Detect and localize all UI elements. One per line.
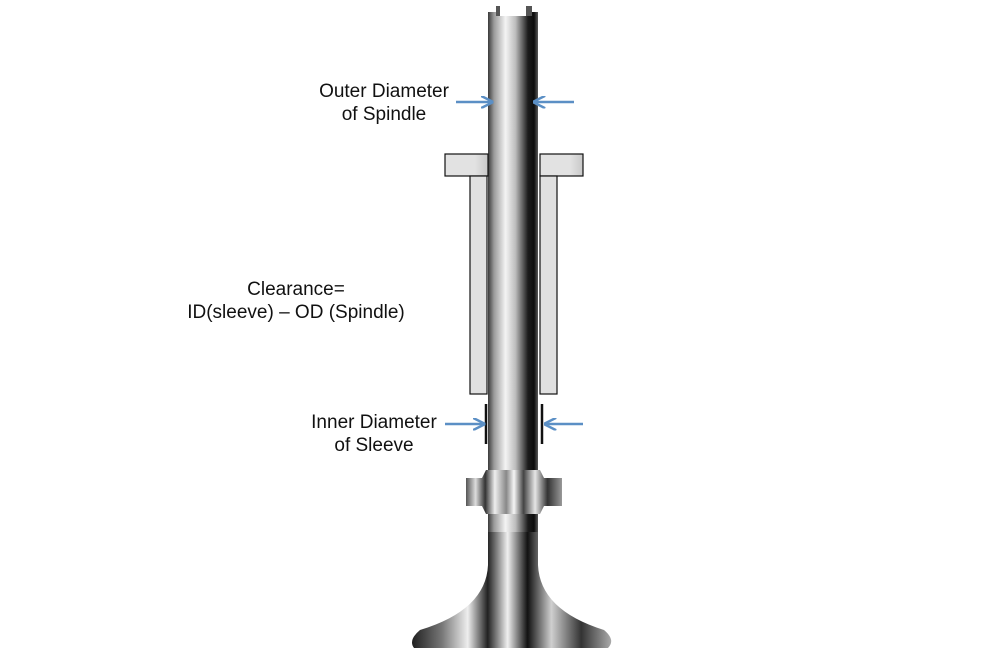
spindle-top-notch [500, 6, 528, 16]
spindle-shaft [488, 12, 538, 532]
sleeve-right [539, 153, 584, 395]
inner-diameter-label-line2: of Sleeve [334, 435, 414, 456]
clearance-label: Clearance= ID(sleeve) – OD (Spindle) [160, 278, 432, 324]
clearance-label-line1: Clearance= [247, 279, 345, 300]
outer-diameter-label-line2: of Spindle [341, 104, 427, 125]
spindle-base [412, 520, 612, 648]
inner-diameter-label: Inner Diameter of Sleeve [294, 411, 454, 457]
outer-diameter-label: Outer Diameter of Spindle [304, 80, 464, 126]
clearance-label-line2: ID(sleeve) – OD (Spindle) [187, 302, 405, 323]
spindle-gear [466, 470, 562, 514]
inner-diameter-label-line1: Inner Diameter [311, 412, 437, 433]
sleeve-left [444, 153, 489, 395]
outer-diameter-label-line1: Outer Diameter [319, 81, 449, 102]
